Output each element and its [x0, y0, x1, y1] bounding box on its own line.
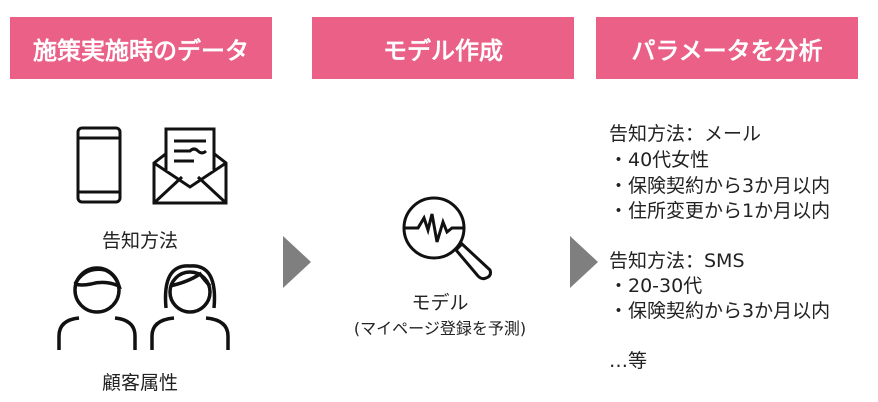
header-data: 施策実施時のデータ — [10, 17, 272, 79]
model-label: モデル — [411, 292, 469, 314]
header-model: モデル作成 — [312, 17, 574, 79]
smartphone-icon — [76, 126, 122, 204]
magnifier-waveform-icon — [402, 196, 492, 281]
param-line: ・保険契約から3か月以内 — [609, 300, 831, 322]
envelope-icon — [152, 127, 228, 205]
header-analysis: パラメータを分析 — [596, 17, 858, 79]
arrow-right-icon — [570, 236, 598, 288]
channel-label: 告知方法 — [101, 230, 179, 252]
param-line: ・20-30代 — [609, 275, 703, 297]
woman-icon — [150, 264, 230, 350]
customer-label: 顧客属性 — [101, 372, 179, 394]
model-subtitle: (マイページ登録を予測) — [353, 319, 527, 338]
param-line: …等 — [609, 350, 648, 372]
param-line: ・保険契約から3か月以内 — [609, 175, 831, 197]
man-icon — [57, 266, 137, 350]
param-line: ・40代女性 — [609, 149, 710, 171]
param-line: 告知方法：メール — [609, 123, 762, 145]
param-line: 告知方法：SMS — [609, 250, 745, 272]
param-line: ・住所変更から1か月以内 — [609, 200, 831, 222]
arrow-right-icon — [283, 236, 311, 288]
